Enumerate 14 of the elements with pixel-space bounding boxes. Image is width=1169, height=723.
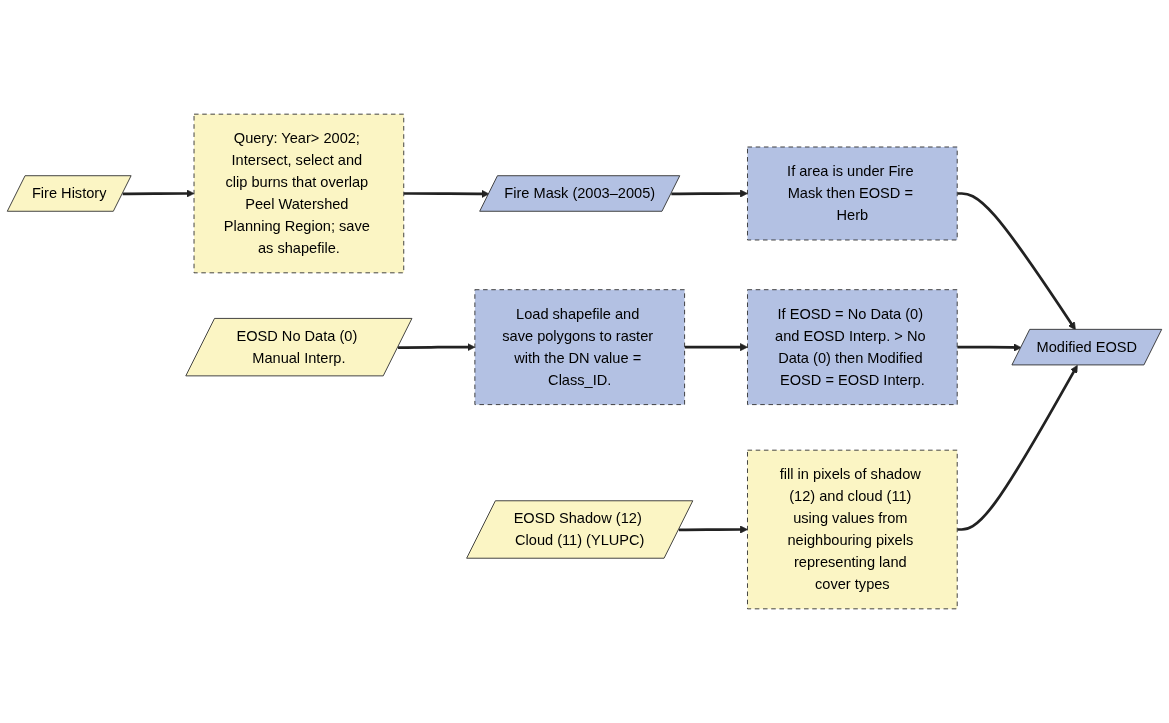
node-box: Load shapefile and save polygons to raster with the DN value = Class_ID. xyxy=(474,289,686,406)
arrow xyxy=(671,189,748,198)
node-box: fill in pixels of shadow (12) and cloud (11) using values from neighbouring pixels representing land cover types xyxy=(747,449,958,610)
arrow xyxy=(398,343,476,352)
node-box: If EOSD = No Data (0) and EOSD Interp. > No Data (0) then Modified EOSD = EOSD Interp. xyxy=(747,289,958,406)
arrow xyxy=(957,365,1078,531)
node-box: Query: Year> 2002; Intersect, select and clip burns that overlap Peel Watershed Planning Region; save as shapefile. xyxy=(193,113,405,274)
node-box: If area is under Fire Mask then EOSD = Herb xyxy=(747,146,958,241)
arrow xyxy=(403,189,490,198)
arrow xyxy=(957,192,1076,331)
arrow xyxy=(957,343,1022,352)
arrow xyxy=(678,525,748,534)
arrow xyxy=(122,189,195,198)
arrow xyxy=(684,343,748,352)
